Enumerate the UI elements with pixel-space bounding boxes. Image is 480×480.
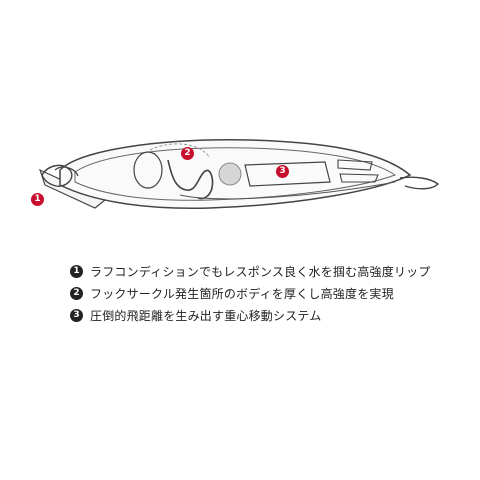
hook-circle-marker: 2 <box>181 147 194 160</box>
weight-system-marker: 3 <box>276 165 289 178</box>
legend-number: 2 <box>70 286 83 300</box>
legend-item: 3 圧倒的飛距離を生み出す重心移動システム <box>70 304 470 326</box>
lip-marker: 1 <box>31 193 44 206</box>
legend-text: 圧倒的飛距離を生み出す重心移動システム <box>90 308 322 323</box>
legend-number: 1 <box>70 264 83 278</box>
legend-item: 2 フックサークル発生箇所のボディを厚くし高強度を実現 <box>70 282 470 304</box>
legend-item: 1 ラフコンディションでもレスポンス良く水を掴む高強度リップ <box>70 260 470 282</box>
legend-text: ラフコンディションでもレスポンス良く水を掴む高強度リップ <box>90 264 431 279</box>
legend-number: 3 <box>70 308 83 322</box>
lure-diagram: 1 2 3 <box>31 139 440 210</box>
legend-text: フックサークル発生箇所のボディを厚くし高強度を実現 <box>90 286 394 301</box>
lure-illustration <box>38 139 440 210</box>
feature-legend: 1 ラフコンディションでもレスポンス良く水を掴む高強度リップ 2 フックサークル… <box>70 260 470 326</box>
